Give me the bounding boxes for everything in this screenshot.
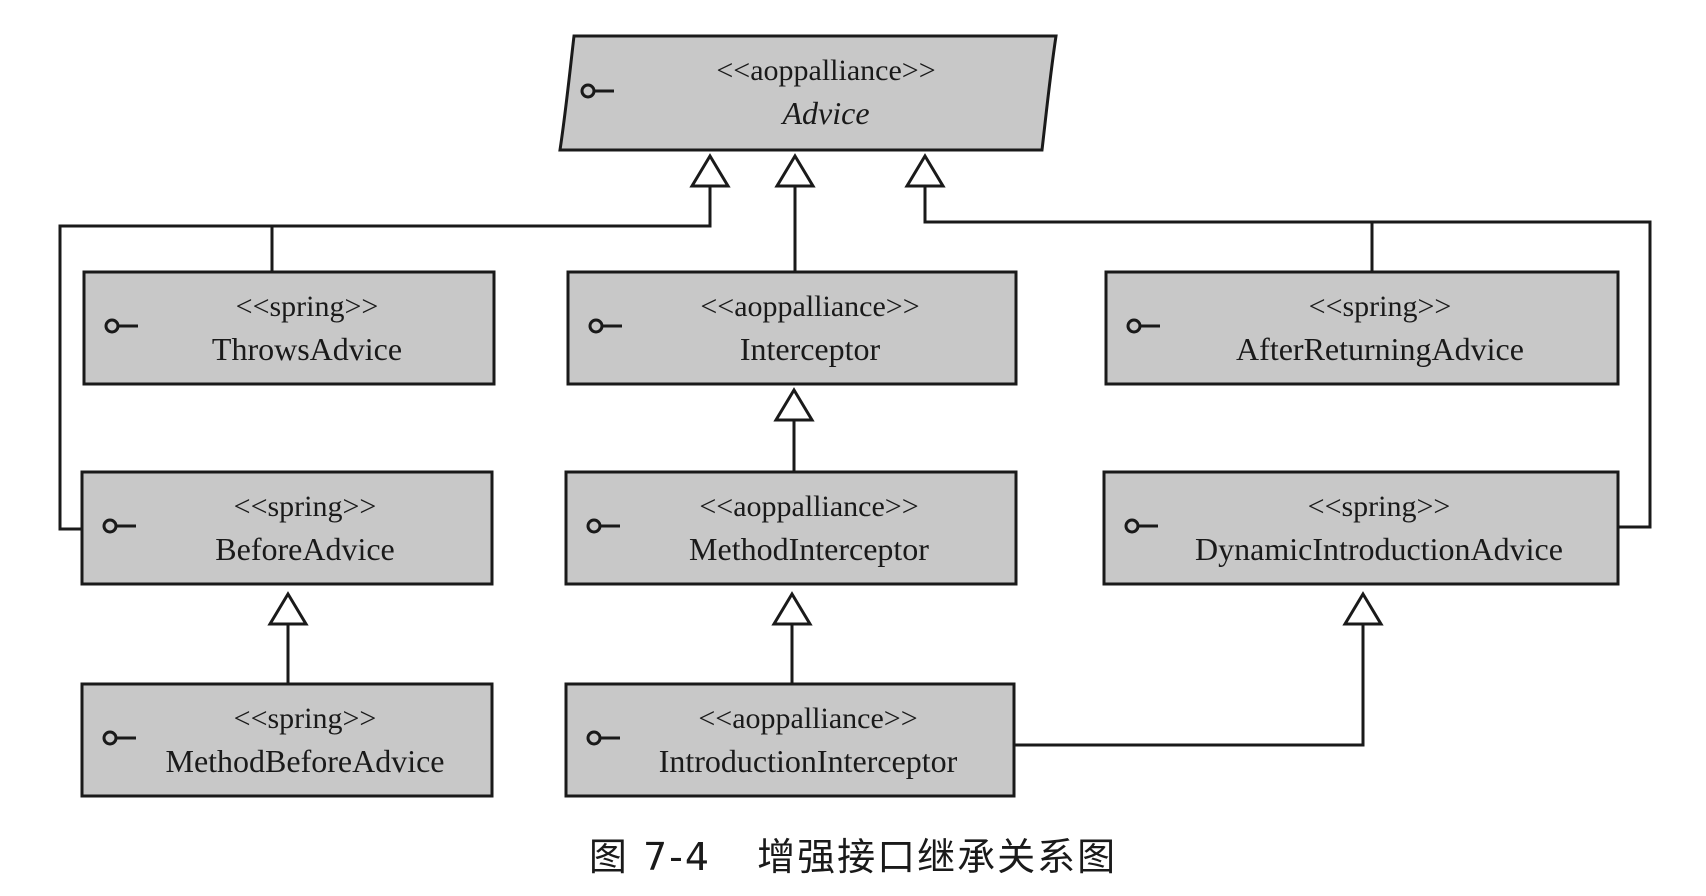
interface-box (564, 682, 1016, 798)
interface-lollipop-icon (1124, 518, 1158, 534)
interface-lollipop-icon (102, 518, 136, 534)
edge-line (923, 186, 1374, 272)
nodes-layer: <<aoppalliance>> Advice <<spring>> ThrowsAd… (80, 34, 1620, 798)
interface-node-introduction-interceptor: <<aoppalliance>> IntroductionInterceptor (564, 682, 1016, 798)
stereotype-label: <<spring>> (236, 290, 379, 323)
stereotype-label: <<spring>> (234, 702, 377, 735)
hollow-triangle-arrowhead (773, 387, 815, 422)
interface-node-advice: <<aoppalliance>> Advice (558, 34, 1058, 152)
generalization-edge (923, 186, 1652, 529)
interface-box (80, 470, 494, 586)
interface-node-method-before-advice: <<spring>> MethodBeforeAdvice (80, 682, 494, 798)
figure-caption: 图 7-4 增强接口继承关系图 (0, 826, 1706, 881)
generalization-edge (773, 387, 815, 472)
edge-line (1014, 624, 1365, 747)
hollow-triangle-arrowhead (267, 591, 309, 626)
caption-number: 图 7-4 (588, 835, 712, 879)
generalization-edge (1014, 591, 1384, 747)
interface-lollipop-icon (104, 318, 138, 334)
generalization-edge (270, 153, 731, 272)
interface-lollipop-icon (586, 730, 620, 746)
interface-name: DynamicIntroductionAdvice (1195, 531, 1563, 567)
hollow-triangle-arrowhead (689, 153, 731, 188)
interface-node-before-advice: <<spring>> BeforeAdvice (80, 470, 494, 586)
generalization-edge (774, 153, 816, 272)
interface-node-throws-advice: <<spring>> ThrowsAdvice (82, 270, 496, 386)
stereotype-label: <<spring>> (1308, 490, 1451, 523)
interface-box (1102, 470, 1620, 586)
interface-lollipop-icon (580, 83, 614, 99)
interface-box (82, 270, 496, 386)
stereotype-label: <<aoppalliance>> (699, 490, 918, 523)
generalization-edge (904, 153, 1374, 272)
interface-name: Interceptor (740, 331, 881, 367)
edges-layer (58, 153, 1652, 747)
interface-name: MethodBeforeAdvice (165, 743, 444, 779)
generalization-edge (771, 591, 813, 684)
stereotype-label: <<aoppalliance>> (700, 290, 919, 323)
generalization-edge (267, 591, 309, 684)
hollow-triangle-arrowhead (774, 153, 816, 188)
hollow-triangle-arrowhead (1342, 591, 1384, 626)
interface-box (1104, 270, 1620, 386)
hollow-triangle-arrowhead (904, 153, 946, 188)
interface-name: ThrowsAdvice (212, 331, 402, 367)
caption-title: 增强接口继承关系图 (757, 835, 1118, 879)
generalization-edge (58, 186, 712, 531)
interface-box (564, 470, 1018, 586)
interface-node-interceptor: <<aoppalliance>> Interceptor (566, 270, 1018, 386)
interface-name: IntroductionInterceptor (659, 743, 958, 779)
interface-lollipop-icon (1126, 318, 1160, 334)
interface-lollipop-icon (588, 318, 622, 334)
interface-lollipop-icon (102, 730, 136, 746)
hollow-triangle-arrowhead (771, 591, 813, 626)
interface-node-after-returning-advice: <<spring>> AfterReturningAdvice (1104, 270, 1620, 386)
interface-name: BeforeAdvice (215, 531, 394, 567)
stereotype-label: <<spring>> (1309, 290, 1452, 323)
interface-box (566, 270, 1018, 386)
interface-lollipop-icon (586, 518, 620, 534)
stereotype-label: <<spring>> (234, 490, 377, 523)
stereotype-label: <<aoppalliance>> (698, 702, 917, 735)
interface-name: Advice (780, 95, 869, 131)
interface-name: AfterReturningAdvice (1236, 331, 1524, 367)
interface-node-dynamic-introduction-advice: <<spring>> DynamicIntroductionAdvice (1102, 470, 1620, 586)
stereotype-label: <<aoppalliance>> (716, 54, 935, 87)
interface-name: MethodInterceptor (689, 531, 929, 567)
interface-node-method-interceptor: <<aoppalliance>> MethodInterceptor (564, 470, 1018, 586)
edge-line (58, 186, 712, 531)
interface-box (558, 34, 1058, 152)
edge-line (923, 186, 1652, 529)
interface-box (80, 682, 494, 798)
edge-line (270, 186, 712, 272)
